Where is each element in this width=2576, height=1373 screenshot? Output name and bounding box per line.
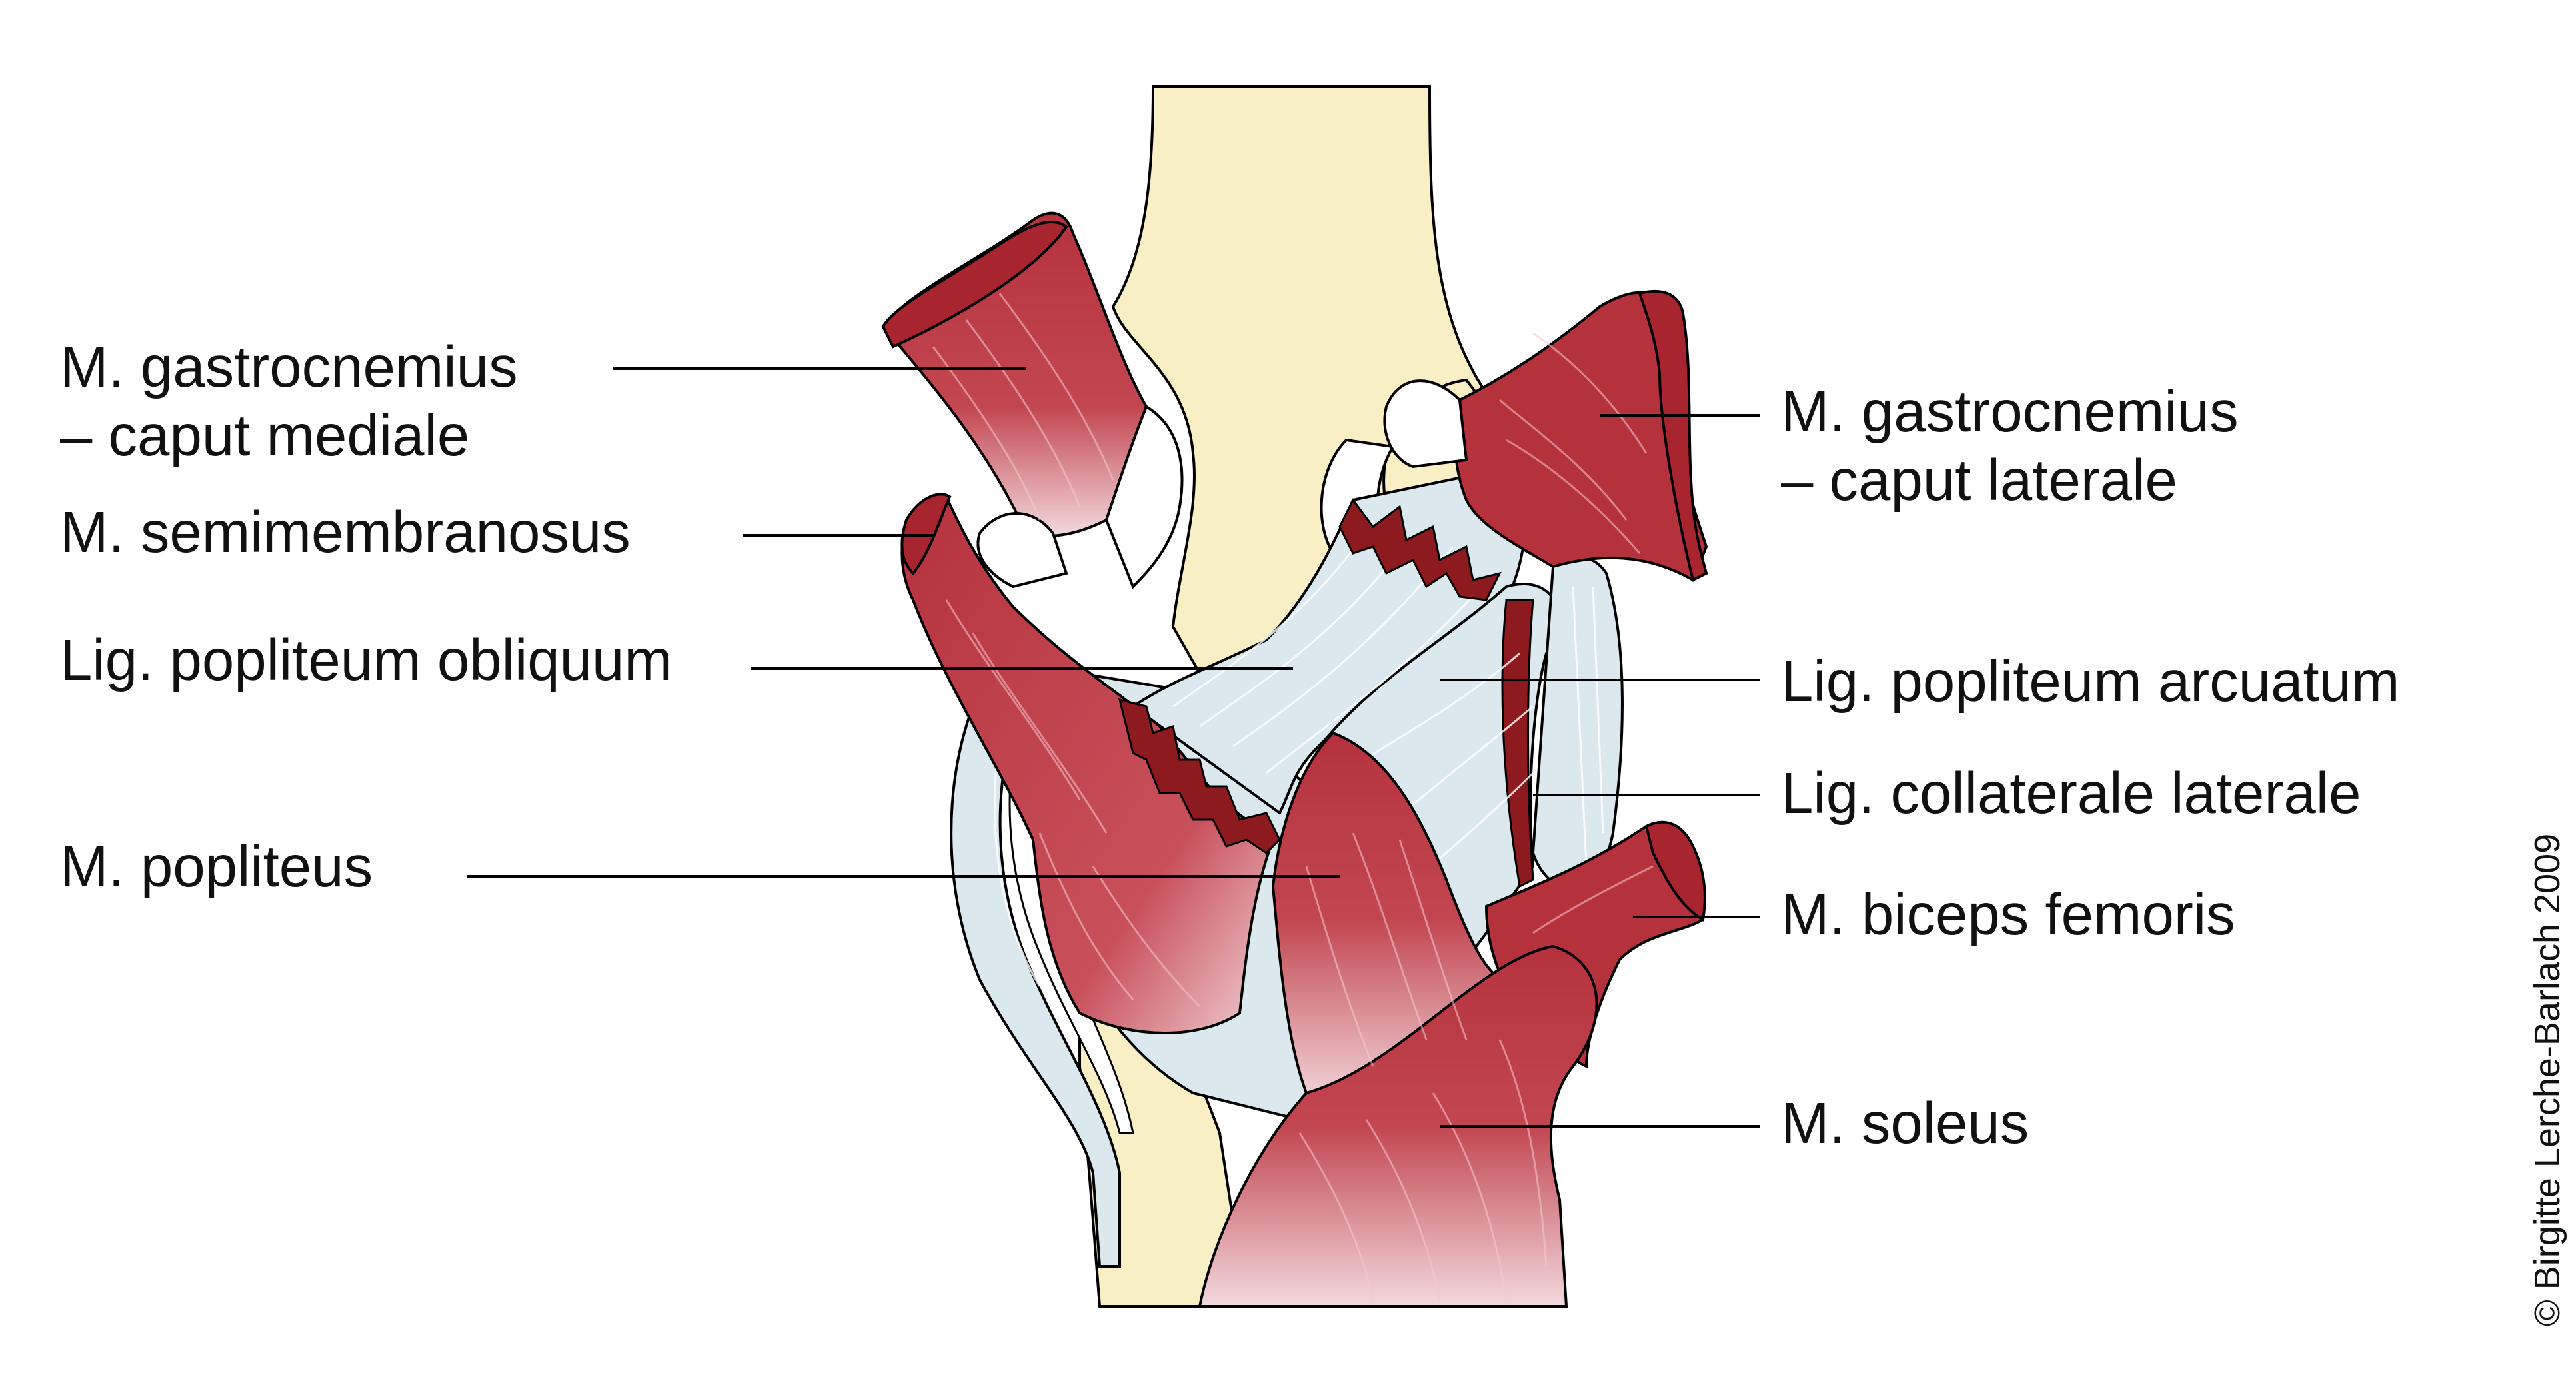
label-collaterale-laterale: Lig. collaterale laterale (1781, 761, 2361, 826)
label-gastrocnemius-mediale-line1: M. gastrocnemius (60, 335, 518, 399)
medial-ligament-band (950, 651, 1121, 1268)
label-popliteum-arcuatum: Lig. popliteum arcuatum (1781, 649, 2400, 714)
label-gastrocnemius-laterale-line1: M. gastrocnemius (1781, 379, 2239, 444)
label-gastrocnemius-laterale: M. gastrocnemius – caput laterale (1781, 379, 2255, 513)
lcl-dark-strip (1501, 599, 1534, 888)
biceps-femoris-tip (1644, 820, 1706, 922)
label-gastrocnemius-mediale: M. gastrocnemius – caput mediale (60, 335, 534, 468)
label-semimembranosus: M. semimembranosus (60, 500, 631, 565)
gastrocnemius-lateral-edge (1638, 289, 1708, 582)
muscle-fibres (932, 293, 1654, 1300)
leader-lines (467, 367, 1760, 1128)
ligament-rupture-upper (1338, 498, 1502, 601)
label-biceps-femoris: M. biceps femoris (1781, 882, 2235, 947)
soleus-muscle (1198, 944, 1598, 1308)
lateral-head-tendon (1383, 379, 1468, 469)
label-popliteum-obliquum: Lig. popliteum obliquum (60, 628, 672, 692)
copyright-credit: © Birgitte Lerche-Barlach 2009 (2527, 834, 2567, 1326)
bursa-medial-left (976, 512, 1068, 589)
label-popliteus: M. popliteus (60, 834, 373, 899)
label-gastrocnemius-laterale-line2: – caput laterale (1781, 448, 2177, 513)
gastrocnemius-medial-top (881, 221, 1068, 349)
label-gastrocnemius-mediale-line2: – caput mediale (60, 403, 469, 468)
semimembranosus-muscle (900, 494, 1275, 1034)
semimembranosus-top (900, 493, 952, 575)
label-soleus: M. soleus (1781, 1091, 2029, 1156)
gastrocnemius-medial-bursa (1104, 405, 1184, 589)
